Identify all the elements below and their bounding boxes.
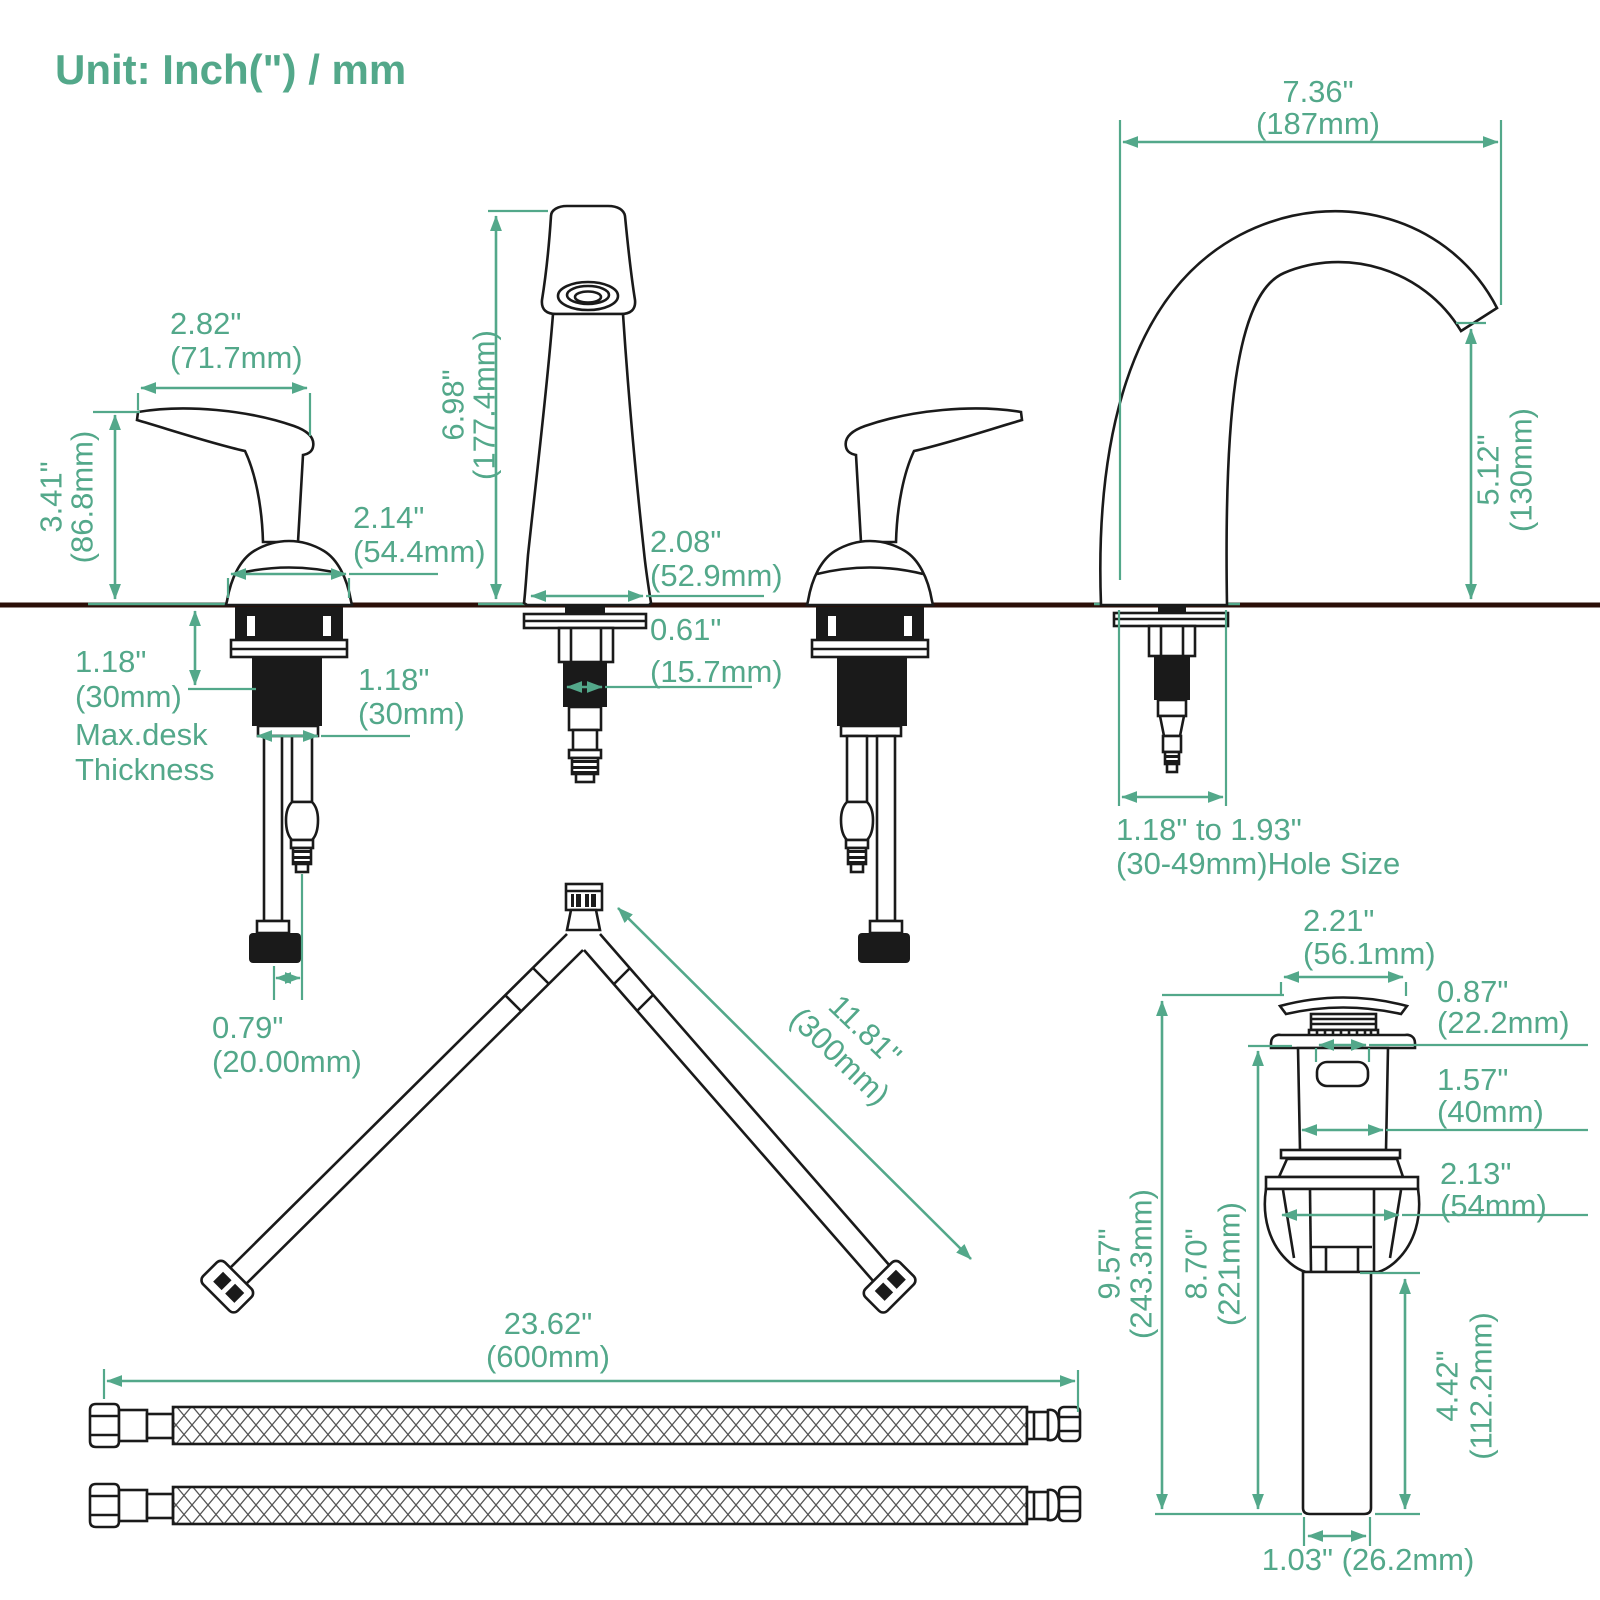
dim-hose-length-label-in: 23.62": [504, 1306, 593, 1341]
dim-drain-cap-label-in: 2.21": [1303, 903, 1374, 938]
dim-handle-height-label-mm: (86.8mm): [65, 431, 100, 564]
drain-assembly: [1263, 996, 1421, 1516]
dim-drain-total-label-mm: (243.3mm): [1124, 1189, 1159, 1339]
dim-overflow-label-mm: (22.2mm): [1437, 1005, 1570, 1040]
dim-reach-label-mm: (187mm): [1256, 106, 1380, 141]
dim-body-label-in: 1.57": [1437, 1062, 1508, 1097]
dim-cage-label-in: 2.13": [1440, 1156, 1511, 1191]
dim-spout-base-label-mm: (52.9mm): [650, 558, 783, 593]
dim-tailpipe-dia-label: 1.03" (26.2mm): [1262, 1542, 1475, 1577]
dim-reach-label-in: 7.36": [1282, 74, 1353, 109]
dim-desk-label-note1: Max.desk: [75, 717, 208, 752]
dim-tube-gap-label-mm: (20.00mm): [212, 1044, 362, 1079]
dim-tube-gap-label-in: 0.79": [212, 1010, 283, 1045]
dim-drain-total-label-in: 9.57": [1092, 1228, 1127, 1299]
dim-gooseneck-height-label-mm: (130mm): [1504, 408, 1539, 532]
dim-gooseneck-height-label-in: 5.12": [1471, 434, 1506, 505]
dim-hole-size-label-in: 1.18" to 1.93": [1116, 812, 1302, 847]
dim-tailpipe-label-mm: (112.2mm): [1464, 1312, 1499, 1460]
dim-handle-base-label-mm: (54.4mm): [353, 534, 486, 569]
supply-hose-1: [88, 1402, 1082, 1449]
dim-spout-shank-label-mm: (15.7mm): [650, 654, 783, 689]
page-title: Unit: Inch(") / mm: [55, 46, 406, 93]
dim-handle-base-label-in: 2.14": [353, 500, 424, 535]
dim-drain-below-label-in: 8.70": [1179, 1228, 1214, 1299]
dim-drain-cap-label-mm: (56.1mm): [1303, 936, 1436, 971]
dim-desk-label-note2: Thickness: [75, 752, 215, 787]
dim-shank-label-mm: (30mm): [358, 696, 465, 731]
dim-drain-below-label-mm: (221mm): [1212, 1202, 1247, 1326]
dim-spout-shank-label-in: 0.61": [650, 612, 721, 647]
dimension-lines: [93, 120, 1588, 1546]
dim-cage-label-mm: (54mm): [1440, 1188, 1547, 1223]
dim-handle-width-label-mm: (71.7mm): [170, 340, 303, 375]
dim-desk-label-mm: (30mm): [75, 679, 182, 714]
dim-handle-height-label-in: 3.41": [34, 461, 69, 532]
dim-handle-width-label-in: 2.82": [170, 306, 241, 341]
dim-spout-height-label-in: 6.98": [436, 369, 471, 440]
right-handle: [805, 407, 1024, 965]
dim-spout-base-label-in: 2.08": [650, 524, 721, 559]
dim-spout-height-label-mm: (177.4mm): [467, 330, 502, 480]
dim-overflow-label-in: 0.87": [1437, 974, 1508, 1009]
dim-vhose-line: [617, 907, 972, 1260]
supply-hose-2: [88, 1482, 1082, 1529]
v-hose-left-fitting: [197, 1257, 257, 1317]
dim-hose-length-label-mm: (600mm): [486, 1339, 610, 1374]
gooseneck-spout: [1099, 209, 1499, 774]
dim-hole-size-label-mm: (30-49mm)Hole Size: [1116, 846, 1400, 881]
v-hose-right-fitting: [860, 1257, 920, 1317]
dim-tailpipe-label-in: 4.42": [1430, 1350, 1465, 1421]
dim-body-label-mm: (40mm): [1437, 1094, 1544, 1129]
center-spout: [522, 204, 653, 784]
dim-shank-label-in: 1.18": [358, 662, 429, 697]
dim-desk-label-in: 1.18": [75, 644, 146, 679]
